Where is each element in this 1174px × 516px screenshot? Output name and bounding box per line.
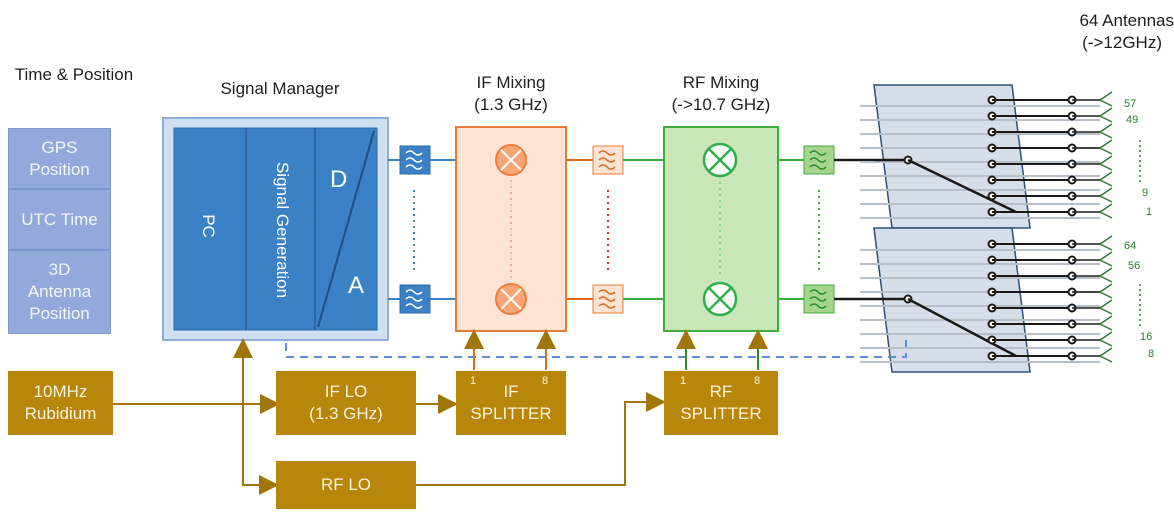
da-diagonal: [317, 130, 375, 328]
antenna-icon: [1099, 123, 1113, 139]
rf-lo-box: RF LO: [276, 461, 416, 509]
antenna-icon: [1099, 155, 1113, 171]
antenna-position-box: 3D Antenna Position: [8, 250, 111, 334]
switch-path: [907, 158, 1017, 214]
antenna-label: 64: [1124, 240, 1137, 252]
rf-mixer-icon: [702, 281, 738, 317]
utc-time-box: UTC Time: [8, 189, 111, 250]
antenna-icon: [1099, 171, 1113, 187]
antenna-label: 57: [1124, 98, 1137, 110]
antenna-label: 1: [1146, 206, 1153, 218]
antennas-title: 64 Antennas(->12GHz): [1079, 11, 1174, 52]
antenna-icon: [1099, 299, 1113, 315]
filter-wave: [809, 289, 827, 309]
lo-line: [416, 392, 666, 486]
antenna-icon: [1099, 235, 1113, 251]
antenna-icon: [1099, 91, 1113, 107]
antenna-icon: [1099, 139, 1113, 155]
antenna-icon: [1099, 315, 1113, 331]
if-splitter-port-first: 1: [470, 375, 477, 387]
rf-splitter-port-first: 1: [680, 375, 687, 387]
antenna-icon: [1099, 283, 1113, 299]
filter-wave: [405, 150, 423, 170]
signal-manager-core: [173, 127, 378, 331]
antenna-label: 9: [1142, 187, 1149, 199]
antenna-label: 49: [1126, 114, 1139, 126]
pc-label: PC: [198, 214, 218, 238]
signal-manager-title: Signal Manager: [220, 79, 340, 98]
filter-wave: [598, 150, 616, 170]
analog-label: A: [348, 272, 365, 299]
switch-path: [907, 297, 1017, 358]
rf-mixing-title: RF Mixing(->10.7 GHz): [671, 73, 771, 114]
antenna-icon: [1099, 331, 1113, 347]
antenna-icon: [1099, 187, 1113, 203]
filter-wave: [809, 150, 827, 170]
antenna-label: 8: [1148, 348, 1155, 360]
antenna-icon: [1099, 251, 1113, 267]
if-mixer-icon: [495, 144, 527, 176]
antenna-switch-matrix: [860, 84, 1141, 373]
if-lo-box: IF LO(1.3 GHz): [276, 371, 416, 435]
if-mixing-title: IF Mixing(1.3 GHz): [474, 73, 548, 114]
antenna-icon: [1099, 347, 1113, 363]
antenna-icon: [1099, 107, 1113, 123]
antenna-icon: [1099, 203, 1113, 219]
time-position-title: Time & Position: [14, 65, 134, 84]
filter-wave: [598, 289, 616, 309]
digital-label: D: [330, 166, 348, 193]
rf-mixer-icon: [702, 142, 738, 178]
filter-wave: [405, 289, 423, 309]
rf-splitter-port-last: 8: [754, 375, 761, 387]
antenna-label: 56: [1128, 260, 1141, 272]
signal-generation-label: Signal Generation: [273, 161, 292, 299]
clock-line: [242, 404, 279, 495]
if-mixer-icon: [495, 283, 527, 315]
antenna-label: 16: [1140, 331, 1153, 343]
if-splitter-port-last: 8: [542, 375, 549, 387]
antenna-icon: [1099, 267, 1113, 283]
control-dashed-line: [285, 340, 907, 358]
gps-position-box: GPS Position: [8, 128, 111, 189]
